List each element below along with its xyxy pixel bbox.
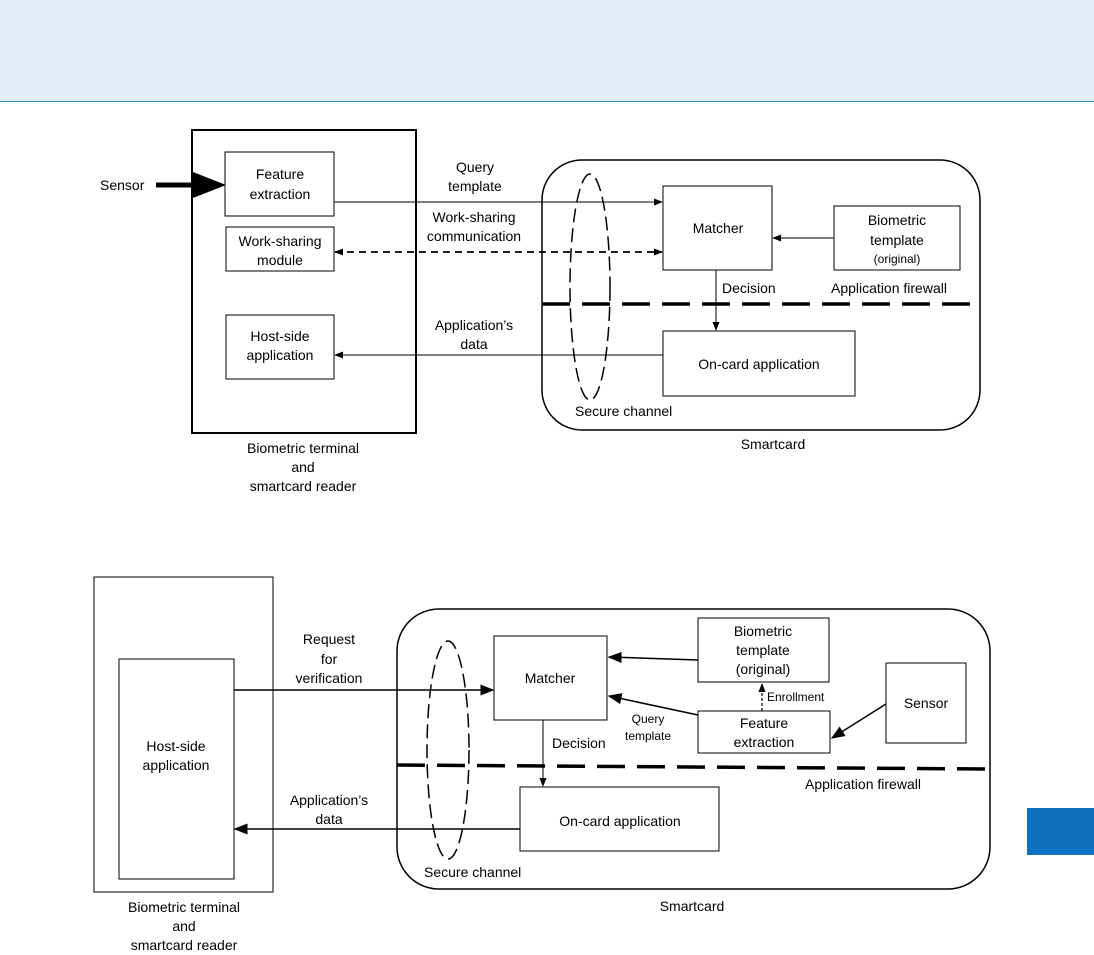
on-card-application-label: On-card application: [698, 356, 819, 372]
applications-data-label-2: data: [460, 336, 487, 352]
secure-channel-2-label: Secure channel: [424, 864, 521, 880]
work-sharing-module-label-1: Work-sharing: [239, 233, 322, 249]
decision-2-label: Decision: [552, 735, 606, 751]
query-template-2-label-1: Query: [632, 712, 665, 726]
work-sharing-communication-label-2: communication: [427, 228, 521, 244]
template-to-matcher-arrow-2: [607, 651, 699, 664]
query-template-2-label-2: template: [625, 729, 671, 743]
host-side-application-box: [225, 314, 335, 380]
enrollment-label: Enrollment: [767, 690, 825, 704]
sensor-arrow-head: [193, 172, 226, 198]
sensor-label: Sensor: [100, 177, 145, 193]
sensor-to-feature-arrow: [830, 703, 887, 739]
application-firewall-line-2: [396, 763, 991, 771]
decision-label: Decision: [722, 280, 776, 296]
query-template-label-1: Query: [456, 159, 494, 175]
biometric-template-2-label-2: template: [736, 642, 790, 658]
on-card-application-box-2: [519, 786, 720, 852]
work-sharing-communication-label-1: Work-sharing: [433, 209, 516, 225]
secure-channel-label: Secure channel: [575, 403, 672, 419]
host-side-application-label-2: application: [247, 347, 314, 363]
feature-extraction-box-2: [697, 710, 831, 754]
smartcard-caption-2: Smartcard: [660, 898, 725, 914]
matcher-box-2: [493, 635, 608, 721]
feature-to-matcher-arrow: [607, 693, 699, 716]
request-for-verification-label-2: for: [321, 651, 338, 667]
matcher-box: [662, 185, 773, 271]
terminal-box-2: [93, 576, 274, 893]
feature-extraction-2-label-1: Feature: [740, 715, 788, 731]
biometric-template-label-2: template: [870, 232, 924, 248]
request-for-verification-label-1: Request: [303, 631, 355, 647]
terminal-caption-1: Biometric terminal: [247, 440, 359, 456]
biometric-template-2-label-1: Biometric: [734, 623, 792, 639]
figure-1: Sensor Feature extraction Work-sharing m…: [100, 129, 981, 494]
on-card-application-box: [662, 330, 856, 397]
work-sharing-module-box: [225, 226, 335, 272]
top-banner: [0, 0, 1094, 102]
applications-data-label-1: Application’s: [435, 317, 513, 333]
smartcard-box-2: [396, 608, 991, 890]
work-sharing-module-label-2: module: [257, 252, 303, 268]
terminal-box: [191, 129, 417, 434]
biometric-template-original: (original): [874, 252, 921, 266]
terminal-caption-3: smartcard reader: [250, 478, 357, 494]
applications-data-2-label-1: Application’s: [290, 792, 368, 808]
application-firewall-2-label: Application firewall: [805, 776, 921, 792]
query-template-label-2: template: [448, 178, 502, 194]
request-for-verification-label-3: verification: [296, 670, 363, 686]
sensor-2-label: Sensor: [904, 695, 949, 711]
applications-data-2-label-2: data: [315, 811, 342, 827]
biometric-template-box-2: [697, 617, 830, 683]
feature-extraction-box: [224, 151, 335, 217]
feature-extraction-label-2: extraction: [250, 186, 311, 202]
matcher-2-label: Matcher: [525, 670, 576, 686]
host-side-application-2-label-1: Host-side: [146, 738, 205, 754]
secure-channel-ellipse: [569, 173, 611, 401]
matcher-label: Matcher: [693, 220, 744, 236]
terminal-caption-2: and: [291, 459, 314, 475]
on-card-application-2-label: On-card application: [559, 813, 680, 829]
smartcard-box: [541, 159, 981, 431]
biometric-template-2-label-3: (original): [736, 661, 790, 677]
terminal-caption-2-3: smartcard reader: [131, 937, 238, 953]
host-side-application-box-2: [118, 658, 235, 880]
smartcard-caption: Smartcard: [741, 436, 806, 452]
sensor-box-2: [885, 662, 967, 744]
secure-channel-ellipse-2: [426, 640, 470, 860]
biometric-template-label-1: Biometric: [868, 212, 926, 228]
terminal-caption-2-2: and: [172, 918, 195, 934]
host-side-application-2-label-2: application: [143, 757, 210, 773]
chapter-tab: [1027, 808, 1094, 855]
host-side-application-label-1: Host-side: [250, 328, 309, 344]
terminal-caption-2-1: Biometric terminal: [128, 899, 240, 915]
application-firewall-label: Application firewall: [831, 280, 947, 296]
feature-extraction-label-1: Feature: [256, 166, 304, 182]
feature-extraction-2-label-2: extraction: [734, 734, 795, 750]
figure-2: Host-side application Biometric terminal…: [93, 576, 991, 953]
